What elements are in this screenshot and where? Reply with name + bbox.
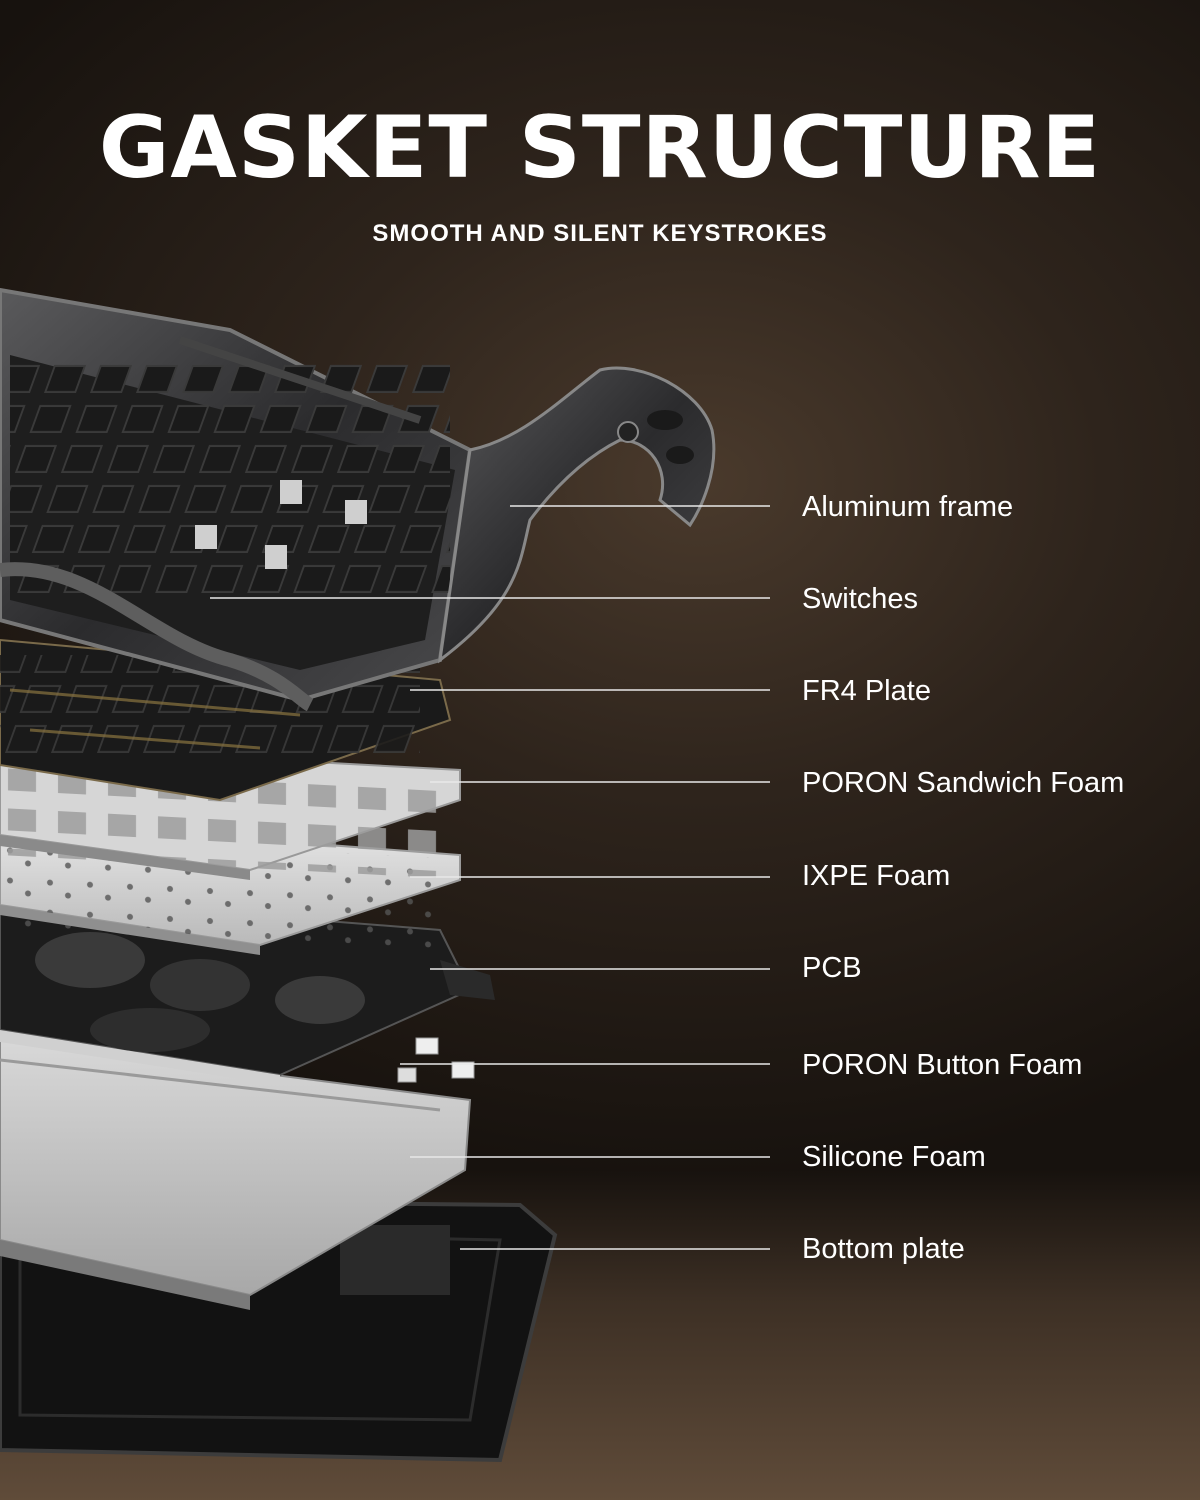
aluminum-frame-layer: [0, 287, 716, 712]
silicone-foam-layer: [0, 1038, 472, 1310]
label-poron-sandwich-foam: PORON Sandwich Foam: [802, 767, 1125, 799]
label-aluminum-frame: Aluminum frame: [802, 491, 1014, 523]
label-pcb: PCB: [802, 952, 862, 984]
label-ixpe-foam: IXPE Foam: [802, 860, 951, 892]
label-poron-button-foam: PORON Button Foam: [802, 1049, 1083, 1081]
label-switches: Switches: [802, 583, 919, 615]
page-subtitle: SMOOTH AND SILENT KEYSTROKES: [372, 220, 828, 247]
label-bottom-plate: Bottom plate: [802, 1233, 965, 1265]
label-fr4-plate: FR4 Plate: [802, 675, 931, 707]
page-title: GASKET STRUCTURE: [98, 98, 1102, 198]
label-silicone-foam: Silicone Foam: [802, 1141, 986, 1173]
leader-lines: [210, 505, 770, 1250]
poron-button-foam-layer: [397, 1037, 475, 1083]
